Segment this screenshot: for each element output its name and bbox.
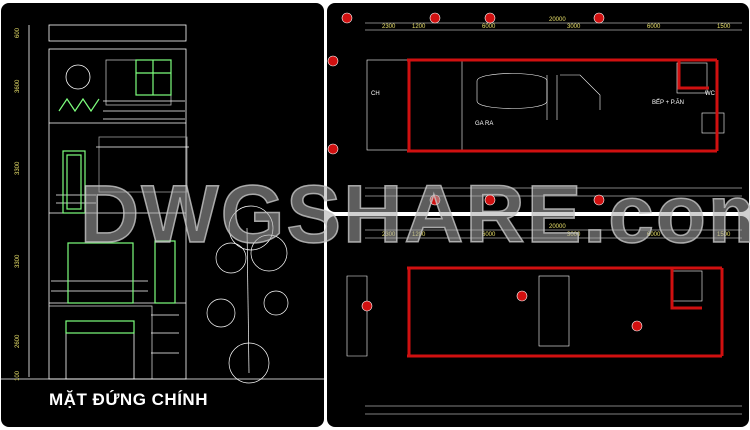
- dimension-label: 3300: [15, 254, 21, 268]
- floor-plan-upper-panel: 20000 2300 1200 6000 3000 6000 1500 GA R…: [327, 3, 749, 212]
- dimension-label: 3600: [15, 79, 21, 93]
- green-windows: [58, 59, 176, 334]
- dimension-label: 2300: [382, 24, 396, 30]
- dimension-label: 1500: [717, 24, 731, 30]
- room-label-kitchen: BẾP + P.ĂN: [652, 99, 684, 106]
- room-label-garage: GA RA: [475, 121, 493, 127]
- dimension-label: 3300: [15, 161, 21, 175]
- dimension-label: 6000: [482, 232, 496, 238]
- drawing-title: MẶT ĐỨNG CHÍNH: [49, 390, 208, 409]
- floor-plan-lower-panel: 20000 2300 1200 6000 3000 6000 1500: [327, 216, 749, 427]
- tree-icon: [206, 205, 289, 384]
- dimension-label: 3000: [567, 232, 581, 238]
- walls: [407, 58, 719, 153]
- dimension-label: 100: [15, 370, 21, 381]
- front-elevation-panel: 600 3600 3300 3300 2600 100 MẶT ĐỨNG CHÍ…: [1, 3, 324, 427]
- dimension-label: 3000: [567, 24, 581, 30]
- facade-outline: [48, 48, 187, 380]
- brick-wall: [48, 305, 153, 380]
- walls: [407, 266, 724, 358]
- room-label: CH: [371, 91, 380, 97]
- dimension-label: 6000: [647, 232, 661, 238]
- total-dimension: 20000: [549, 224, 566, 230]
- dimension-label: 1200: [412, 24, 426, 30]
- parapet: [48, 24, 187, 42]
- dimension-label: 6000: [647, 24, 661, 30]
- round-window: [65, 64, 91, 90]
- dimension-label: 2600: [15, 334, 21, 348]
- floor-plan-lower-drawing: 20000 2300 1200 6000 3000 6000 1500: [346, 224, 742, 415]
- total-dimension: 20000: [549, 17, 566, 23]
- room-label-wc: WC: [705, 91, 716, 97]
- front-elevation-drawing: 600 3600 3300 3300 2600 100: [1, 24, 324, 384]
- dimension-label: 600: [15, 27, 21, 38]
- garage-door: [65, 320, 135, 380]
- dimension-label: 2300: [382, 232, 396, 238]
- floor-plan-upper-drawing: 20000 2300 1200 6000 3000 6000 1500 GA R…: [327, 12, 742, 206]
- dimension-label: 6000: [482, 24, 496, 30]
- dimension-label: 1500: [717, 232, 731, 238]
- dimension-label: 1200: [412, 232, 426, 238]
- car-icon: [476, 73, 548, 109]
